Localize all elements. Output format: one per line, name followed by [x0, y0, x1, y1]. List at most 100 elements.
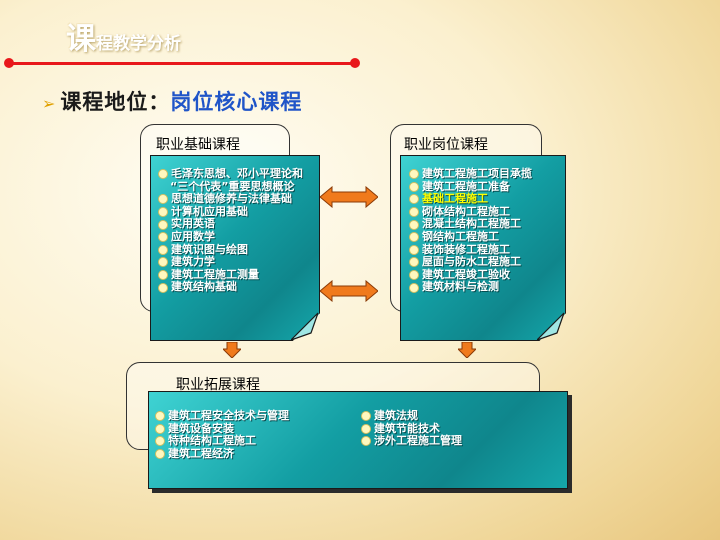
post-course-item: 建筑材料与检测 — [409, 281, 532, 294]
post-course-item-label: 砌体结构工程施工 — [422, 204, 510, 218]
bullet-dot-icon — [361, 423, 371, 434]
basic-course-item: 建筑识图与绘图 — [158, 242, 303, 257]
bullet-dot-icon — [409, 257, 419, 268]
bullet-dot-icon — [155, 449, 165, 460]
extend-course-item-label: 建筑工程经济 — [168, 446, 234, 460]
bullet-dot-icon — [361, 436, 371, 447]
heading-value: 岗位核心课程 — [170, 90, 303, 114]
heading-label: 课程地位： — [60, 90, 171, 114]
post-course-item-label: 建筑材料与检测 — [422, 280, 499, 294]
post-course-item-label: 建筑工程竣工验收 — [422, 267, 510, 281]
extend-course-item: 涉外工程施工管理 — [361, 435, 462, 448]
post-course-item: 砌体结构工程施工 — [409, 204, 532, 219]
bullet-dot-icon — [158, 282, 168, 293]
extend-course-item: 特种结构工程施工 — [155, 435, 289, 448]
bullet-dot-icon — [409, 207, 419, 218]
extend-course-item-label: 建筑设备安装 — [168, 421, 234, 435]
extend-course-item: 建筑工程经济 — [155, 446, 289, 461]
bullet-dot-icon — [409, 282, 419, 293]
extend-course-item-label: 特种结构工程施工 — [168, 434, 256, 448]
basic-course-item: 毛泽东思想、邓小平理论和 — [158, 167, 303, 181]
slide-title-big: 课 — [66, 22, 96, 57]
down-arrow-icon-left — [223, 342, 241, 358]
bullet-dot-icon — [155, 423, 165, 434]
slide-title-small: 程教学分析 — [96, 34, 181, 54]
basic-course-item: 实用英语 — [158, 218, 303, 231]
bullet-dot-icon — [409, 181, 419, 192]
basic-course-item: 计算机应用基础 — [158, 204, 303, 219]
bullet-dot-icon — [158, 207, 168, 218]
post-course-item: 建筑工程施工准备 — [409, 179, 532, 194]
basic-course-item-label: 思想道德修养与法律基础 — [171, 192, 292, 206]
bullet-dot-icon — [409, 219, 419, 230]
bullet-dot-icon — [409, 270, 419, 281]
post-course-item: 钢结构工程施工 — [409, 229, 532, 244]
extend-courses-title: 职业拓展课程 — [176, 377, 260, 393]
basic-box-fold-corner — [291, 312, 319, 341]
post-course-item-label: 钢结构工程施工 — [422, 229, 499, 243]
bullet-dot-icon — [158, 194, 168, 205]
post-course-item: 基础工程施工 — [409, 193, 532, 206]
basic-course-item-label: 毛泽东思想、邓小平理论和 — [171, 167, 303, 180]
extend-courses-left-list: 建筑工程安全技术与管理建筑设备安装特种结构工程施工建筑工程经济 — [155, 409, 289, 461]
extend-course-item-label: 涉外工程施工管理 — [374, 434, 462, 448]
post-courses-title: 职业岗位课程 — [404, 137, 488, 153]
extend-course-item-label: 建筑法规 — [374, 409, 418, 422]
red-line-right-dot — [350, 58, 360, 68]
basic-course-item: 建筑工程施工测量 — [158, 267, 303, 282]
basic-courses-title: 职业基础课程 — [156, 137, 240, 153]
basic-course-item-label: 建筑结构基础 — [171, 280, 237, 294]
bullet-dot-icon — [158, 270, 168, 281]
basic-course-item-label: 建筑力学 — [171, 255, 215, 269]
extend-course-item: 建筑工程安全技术与管理 — [155, 409, 289, 423]
basic-course-item: “三个代表”重要思想概论 — [158, 179, 303, 194]
post-course-item-label: 建筑工程施工准备 — [422, 179, 510, 193]
basic-course-item: 思想道德修养与法律基础 — [158, 193, 303, 206]
basic-course-item-label: 建筑工程施工测量 — [171, 267, 259, 281]
slide-title: 课程教学分析 — [66, 14, 181, 58]
post-courses-box: 建筑工程施工项目承揽建筑工程施工准备基础工程施工砌体结构工程施工混凝土结构工程施… — [400, 155, 566, 341]
post-courses-list: 建筑工程施工项目承揽建筑工程施工准备基础工程施工砌体结构工程施工混凝土结构工程施… — [409, 167, 532, 294]
extend-course-item-label: 建筑工程安全技术与管理 — [168, 409, 289, 422]
post-course-item-label: 装饰装修工程施工 — [422, 242, 510, 256]
extend-courses-box: 建筑工程安全技术与管理建筑设备安装特种结构工程施工建筑工程经济 建筑法规建筑节能… — [148, 391, 568, 489]
double-arrow-icon-top — [320, 186, 378, 208]
basic-course-item: 建筑结构基础 — [158, 281, 303, 294]
bullet-dot-icon — [361, 411, 371, 422]
post-course-item-label: 混凝土结构工程施工 — [422, 217, 521, 231]
basic-course-item: 建筑力学 — [158, 256, 303, 269]
bullet-dot-icon — [158, 257, 168, 268]
section-heading: ➢课程地位：岗位核心课程 — [42, 86, 302, 116]
bullet-dot-icon — [409, 194, 419, 205]
bullet-dot-icon — [409, 244, 419, 255]
bullet-dot-icon — [155, 436, 165, 447]
bullet-dot-icon — [158, 232, 168, 243]
basic-course-item-label: 实用英语 — [171, 217, 215, 231]
arrow-bullet-icon: ➢ — [42, 94, 57, 113]
post-course-item-label: 基础工程施工 — [422, 192, 488, 206]
post-course-item: 混凝土结构工程施工 — [409, 218, 532, 231]
basic-course-item-label: 计算机应用基础 — [171, 204, 248, 218]
basic-course-item-label: 应用数学 — [171, 229, 215, 243]
basic-courses-box: 毛泽东思想、邓小平理论和“三个代表”重要思想概论思想道德修养与法律基础计算机应用… — [150, 155, 320, 341]
post-course-item: 装饰装修工程施工 — [409, 242, 532, 257]
basic-courses-list: 毛泽东思想、邓小平理论和“三个代表”重要思想概论思想道德修养与法律基础计算机应用… — [158, 167, 303, 294]
basic-course-item: 应用数学 — [158, 229, 303, 244]
bullet-dot-icon — [158, 219, 168, 230]
extend-course-item: 建筑节能技术 — [361, 421, 462, 436]
extend-course-item-label: 建筑节能技术 — [374, 421, 440, 435]
bullet-dot-icon — [409, 232, 419, 243]
bullet-dot-icon — [155, 411, 165, 422]
extend-course-item: 建筑法规 — [361, 409, 462, 423]
basic-course-item-label: 建筑识图与绘图 — [171, 242, 248, 256]
bullet-dot-icon — [158, 169, 168, 180]
basic-course-item-label: “三个代表”重要思想概论 — [170, 179, 295, 193]
post-course-item: 建筑工程施工项目承揽 — [409, 167, 532, 181]
double-arrow-icon-bottom — [320, 280, 378, 302]
extend-course-item: 建筑设备安装 — [155, 421, 289, 436]
red-divider-line — [8, 62, 358, 65]
post-course-item: 建筑工程竣工验收 — [409, 267, 532, 282]
extend-courses-right-list: 建筑法规建筑节能技术涉外工程施工管理 — [361, 409, 462, 448]
post-course-item: 屋面与防水工程施工 — [409, 256, 532, 269]
post-box-fold-corner — [537, 312, 565, 341]
